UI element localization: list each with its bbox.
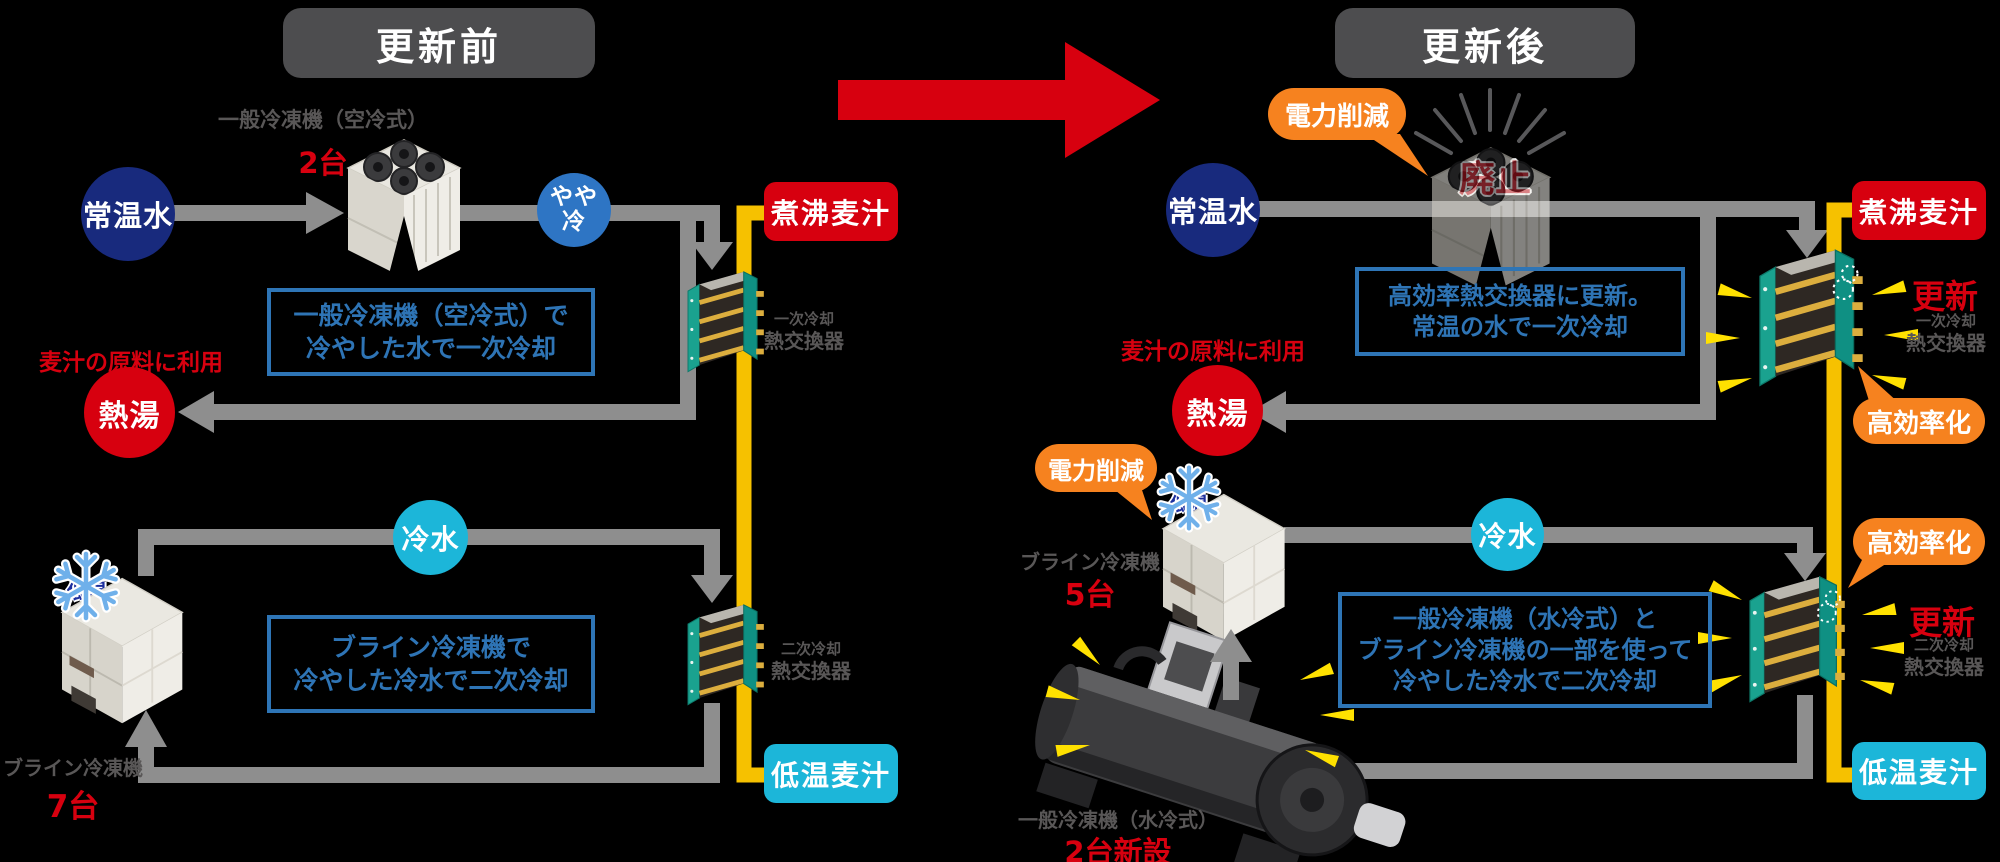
- info2-after-line2: ブライン冷凍機の一部を使って: [1357, 635, 1693, 664]
- info1-before-line1: 一般冷凍機（空冷式）で: [293, 301, 569, 330]
- node-normal-water-after: 常温水: [1166, 163, 1260, 257]
- air-chiller-label-before: 一般冷凍機（空冷式）: [218, 108, 428, 132]
- secondary-heat-exchanger-icon-before: [688, 605, 764, 705]
- brine-chiller-icon-before: [61, 577, 184, 725]
- boiled-wort-tag-before: 煮沸麦汁: [764, 182, 898, 241]
- hx2-after-line1: 二次冷却: [1913, 636, 1974, 654]
- renewed-label2: 更新: [1909, 603, 1975, 642]
- hx1-label-line2: 熱交換器: [764, 328, 844, 353]
- boiled-wort-tag-after: 煮沸麦汁: [1852, 181, 1986, 240]
- hx1-label-after: 一次冷却 熱交換器: [1898, 312, 1994, 356]
- speech-bubble-tails: [1110, 134, 1900, 588]
- panel-title-after: 更新後: [1335, 8, 1635, 78]
- hx2-label-before: 二次冷却 熱交換器: [759, 640, 863, 684]
- brine-chiller-icon-after: [1162, 493, 1286, 642]
- info1-after-line1: 高効率熱交換器に更新。: [1388, 281, 1652, 310]
- node-normal-water-before: 常温水: [81, 167, 175, 261]
- info-box1-before: 一般冷凍機（空冷式）で 冷やした水で一次冷却: [267, 288, 595, 376]
- brine-label-before: ブライン冷凍機: [3, 756, 143, 780]
- info-box2-after: 一般冷凍機（水冷式）と ブライン冷凍機の一部を使って 冷やした冷水で二次冷却: [1338, 592, 1712, 708]
- node-cold-water-after: 冷水: [1471, 498, 1544, 571]
- info-box1-after: 高効率熱交換器に更新。 常温の水で一次冷却: [1355, 267, 1685, 356]
- hx2-label-line1: 二次冷却: [780, 640, 841, 658]
- power-save-badge2: 電力削減: [1035, 444, 1157, 492]
- info2-after-line3: 冷やした冷水で二次冷却: [1393, 666, 1657, 695]
- secondary-heat-exchanger-icon-after: [1750, 577, 1845, 702]
- wort-pipe-before: [736, 205, 766, 783]
- slightly-cool-line1: やや: [550, 184, 598, 210]
- water-chiller-label: 一般冷凍機（水冷式）: [1018, 808, 1218, 832]
- primary-heat-exchanger-icon-after: [1760, 250, 1863, 385]
- abolished-rays-icon: [1414, 88, 1566, 155]
- info2-before-line1: ブライン冷凍機で: [330, 633, 531, 662]
- wc-to-brine-arrow: [1210, 629, 1252, 700]
- brine-count-after: 5台: [1064, 578, 1116, 613]
- wort-pipe-after: [1826, 202, 1854, 783]
- node-cold-water-before: 冷水: [393, 500, 468, 575]
- pipe-arrowheads-before: [125, 192, 733, 747]
- hx2-label-line2: 熱交換器: [771, 658, 851, 683]
- node-hot-water-after: 熱湯: [1172, 365, 1263, 456]
- hx1-after-line1: 一次冷却: [1915, 312, 1976, 330]
- hx1-label-before: 一次冷却 熱交換器: [752, 310, 856, 354]
- hx1-label-line1: 一次冷却: [773, 310, 834, 328]
- water-cooled-chiller-icon: [1035, 621, 1406, 862]
- cold-wort-tag-after: 低温麦汁: [1852, 742, 1986, 800]
- info-box2-before: ブライン冷凍機で 冷やした冷水で二次冷却: [267, 615, 595, 713]
- air-chiller-count-before: 2台: [298, 146, 348, 180]
- cold-wort-tag-before: 低温麦汁: [764, 744, 898, 803]
- snowflake-icon-after: [1158, 468, 1219, 529]
- info1-after-line2: 常温の水で一次冷却: [1412, 312, 1628, 341]
- panel-title-before: 更新前: [283, 8, 595, 78]
- brine-count-before: 7台: [46, 789, 100, 825]
- renewed-label1: 更新: [1912, 277, 1978, 316]
- node-hot-water-before: 熱湯: [84, 367, 175, 458]
- efficiency-badge2: 高効率化: [1853, 518, 1985, 565]
- info2-before-line2: 冷やした冷水で二次冷却: [293, 666, 569, 695]
- hx2-label-after: 二次冷却 熱交換器: [1894, 636, 1994, 680]
- efficiency-badge1: 高効率化: [1853, 398, 1985, 444]
- water-chiller-count: 2台新設: [1064, 835, 1172, 862]
- brine-label-after: ブライン冷凍機: [1020, 550, 1160, 574]
- info2-after-line1: 一般冷凍機（水冷式）と: [1393, 604, 1657, 633]
- info1-before-line2: 冷やした水で一次冷却: [305, 334, 556, 363]
- wort-reuse-note-after: 麦汁の原料に利用: [1121, 339, 1305, 365]
- before-after-arrow-icon: [838, 42, 1160, 158]
- slightly-cool-line2: 冷: [562, 209, 586, 235]
- hx1-after-line2: 熱交換器: [1906, 330, 1986, 355]
- power-save-badge1: 電力削減: [1268, 88, 1406, 140]
- hx2-after-line2: 熱交換器: [1904, 654, 1984, 679]
- node-slightly-cool: やや 冷: [537, 173, 611, 247]
